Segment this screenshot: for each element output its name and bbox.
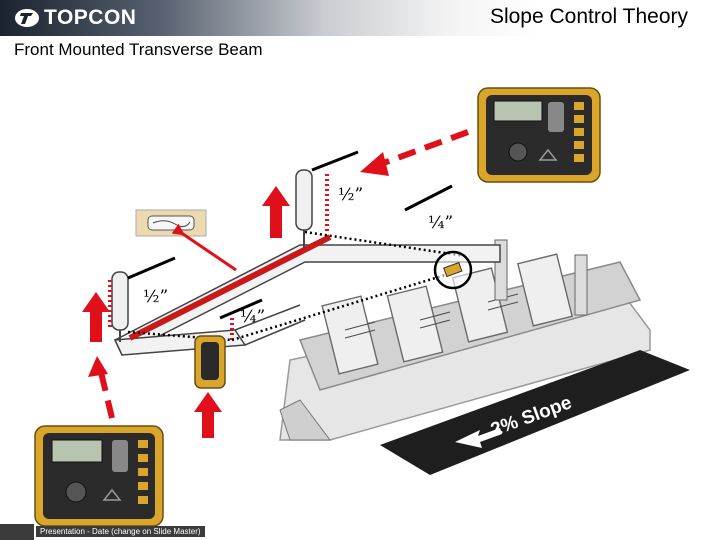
red-beam-line <box>128 234 332 341</box>
paver-machine <box>279 239 651 441</box>
slope-arrow-icon <box>455 428 502 448</box>
topcon-logo-icon <box>15 9 39 27</box>
footer-text: Presentation - Date (change on Slide Mas… <box>36 526 205 537</box>
header-bar: TOPCON Slope Control Theory <box>0 0 720 36</box>
slope-sensor <box>433 250 473 290</box>
reference-line-right <box>404 184 453 212</box>
handheld-sensor <box>194 335 226 389</box>
sensor-post-left <box>111 271 129 342</box>
up-arrow-top-icon <box>262 186 290 238</box>
offset-label-right: ¼” <box>428 213 453 233</box>
slope-band: 2% Slope <box>380 350 690 475</box>
diagram-subtitle: Front Mounted Transverse Beam <box>14 40 263 59</box>
reference-line-top <box>311 150 359 172</box>
sensor-pointer-line <box>171 223 237 272</box>
up-arrow-bottom-icon <box>194 392 222 438</box>
up-arrow-left-icon <box>82 292 110 342</box>
offset-label-left: ½” <box>143 287 168 307</box>
dashed-arrow-top <box>368 129 470 171</box>
reference-line-left <box>127 256 176 280</box>
offset-label-top: ½” <box>338 185 363 205</box>
footer-bar <box>0 524 34 540</box>
logo-text: TOPCON <box>44 6 137 29</box>
controller-bottom-left <box>34 425 164 527</box>
offset-label-center: ¼” <box>240 307 265 327</box>
sensor-post-top <box>295 169 313 248</box>
topcon-logo: TOPCON <box>14 6 136 30</box>
sensor-photo <box>135 209 207 237</box>
dashed-arrow-left <box>97 367 115 419</box>
reference-line-center <box>219 298 263 320</box>
slide-title: Slope Control Theory <box>489 5 688 28</box>
dashed-arrowhead-left-icon <box>88 356 108 377</box>
dashed-arrowhead-top-icon <box>360 152 389 176</box>
controller-top-right <box>477 87 601 183</box>
